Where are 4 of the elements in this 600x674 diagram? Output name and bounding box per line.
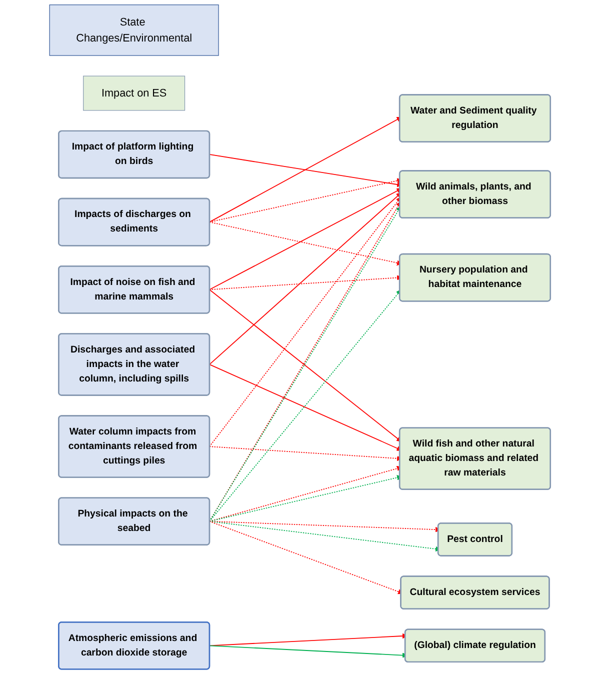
node-box: Impact on ES <box>83 76 186 111</box>
arrow <box>209 290 402 522</box>
arrow <box>209 196 402 447</box>
node-box: State Changes/Environmental <box>49 4 219 56</box>
